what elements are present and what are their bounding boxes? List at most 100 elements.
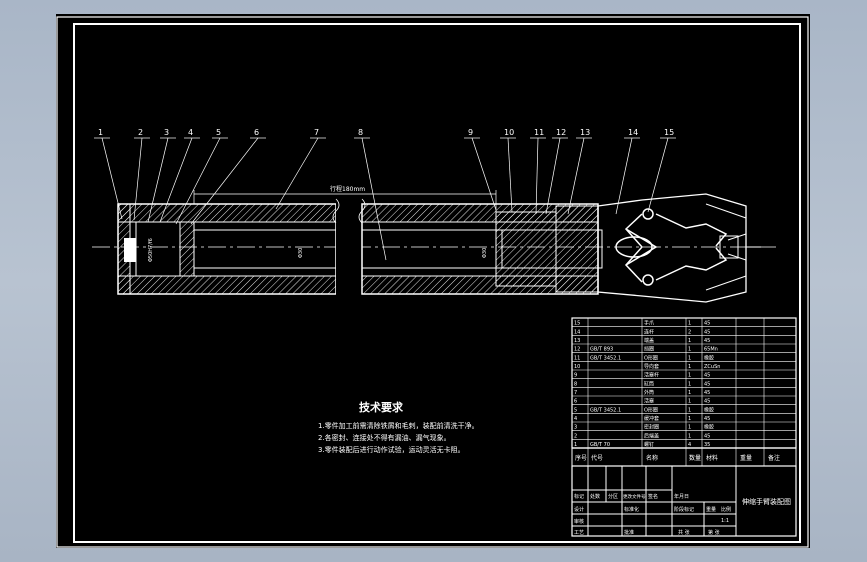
callout-leader-1 xyxy=(101,137,123,220)
bom-header-note: 备注 xyxy=(768,454,780,462)
callout-leader-10 xyxy=(507,137,513,213)
inner-border xyxy=(73,23,801,543)
bom-cell: 45 xyxy=(704,433,710,439)
technical-notes: 技术要求 1.零件加工前需清除铁屑和毛刺，装配前清洗干净。 2.各密封、连接处不… xyxy=(318,400,479,454)
bom-cell: 45 xyxy=(704,381,710,387)
title-label-date: 年月日 xyxy=(674,493,689,500)
bom-cell: 1 xyxy=(688,433,691,439)
bore-left-label: Φ50H7/f6 xyxy=(148,238,154,262)
title-label-count: 处数 xyxy=(590,493,600,500)
callout-leader-8 xyxy=(361,137,387,261)
callout-label-1: 1 xyxy=(98,128,103,137)
bom-cell: 1 xyxy=(688,416,691,422)
callout-leader-6 xyxy=(190,137,259,225)
callout-label-5: 5 xyxy=(216,128,221,137)
bom-cell: 4 xyxy=(688,442,691,448)
bom-cell: 7 xyxy=(574,390,577,396)
bom-cell: GB/T 893 xyxy=(590,347,613,353)
bom-cell: 14 xyxy=(574,329,580,335)
notes-line-1: 1.零件加工前需清除铁屑和毛刺，装配前清洗干净。 xyxy=(318,421,479,430)
bom-cell: 端盖 xyxy=(644,337,654,344)
bom-cell: 1 xyxy=(688,338,691,344)
callout-label-10: 10 xyxy=(504,128,514,137)
title-label-process: 工艺 xyxy=(574,530,584,536)
bom-row: 1 GB/T 70 螺钉 4 35 xyxy=(572,441,796,449)
notes-line-2: 2.各密封、连接处不得有漏油、漏气现象。 xyxy=(318,433,451,442)
title-label-standard: 标准化 xyxy=(624,506,639,513)
notes-line-3: 3.零件装配后进行动作试验，运动灵活无卡阻。 xyxy=(318,445,465,454)
bom-cell: 35 xyxy=(704,442,710,448)
callout-leader-2 xyxy=(133,137,143,221)
bom-cell: 后端盖 xyxy=(644,432,659,439)
cylinder-body xyxy=(117,203,337,295)
stroke-dimension: 行程180mm xyxy=(193,185,497,212)
bom-cell: 6 xyxy=(574,399,577,405)
bom-cell: ZCuSn xyxy=(704,364,720,370)
callout-label-2: 2 xyxy=(138,128,143,137)
bom-cell: 15 xyxy=(574,321,580,327)
bom-cell: 活塞杆 xyxy=(644,372,659,379)
bom-cell: 1 xyxy=(688,321,691,327)
bom-cell: 螺钉 xyxy=(644,441,654,448)
gripper-head xyxy=(597,193,761,303)
outer-border xyxy=(56,16,809,548)
bom-cell: 1 xyxy=(688,347,691,353)
bom-cell: 4 xyxy=(574,416,577,422)
callout-label-11: 11 xyxy=(534,128,544,137)
bom-cell: 外筒 xyxy=(644,389,654,396)
bom-cell: 10 xyxy=(574,364,580,370)
title-label-change: 更改文件号 xyxy=(623,493,646,500)
callout-label-13: 13 xyxy=(580,128,590,137)
bom-cell: 橡胶 xyxy=(704,424,714,431)
callout-leader-14 xyxy=(615,137,633,215)
callout-label-8: 8 xyxy=(358,128,363,137)
bom-cell: 5 xyxy=(574,407,577,413)
bom-cell: 挡圈 xyxy=(644,346,654,353)
bom-cell: 45 xyxy=(704,399,710,405)
bom-cell: 45 xyxy=(704,390,710,396)
callout-label-4: 4 xyxy=(188,128,193,137)
bom-cell: 1 xyxy=(688,399,691,405)
bom-cell: 12 xyxy=(574,347,580,353)
bom-header-mat: 材料 xyxy=(706,454,718,462)
bom-cell: 导向套 xyxy=(644,363,659,370)
bom-header-name: 名称 xyxy=(646,454,658,462)
callout-leader-5 xyxy=(175,137,221,225)
bom-cell: O形圈 xyxy=(644,354,658,361)
bom-cell: 45 xyxy=(704,373,710,379)
title-label-scale: 比例 xyxy=(721,506,731,513)
bom-cell: 1 xyxy=(688,407,691,413)
callout-leader-12 xyxy=(545,137,561,215)
bom-cell: 1 xyxy=(574,442,577,448)
callout-leader-3 xyxy=(147,137,169,223)
title-label-approve: 批准 xyxy=(624,529,634,536)
bom-header-weight: 重量 xyxy=(740,454,752,462)
bom-cell: 11 xyxy=(574,355,580,361)
callout-leader-7 xyxy=(275,137,319,210)
bom-cell: GB/T 70 xyxy=(590,442,610,448)
drawing-name: 伸缩手臂装配图 xyxy=(742,497,791,506)
callout-leader-11 xyxy=(535,137,539,215)
bom-cell: 缸筒 xyxy=(644,380,654,387)
title-label-mark: 标记 xyxy=(574,493,584,500)
bom-cell: 活塞 xyxy=(644,398,654,405)
callout-label-12: 12 xyxy=(556,128,566,137)
callout-label-7: 7 xyxy=(314,128,319,137)
callout-leader-13 xyxy=(567,137,585,215)
bom-cell: 2 xyxy=(574,433,577,439)
bom-cell: GB/T 3452.1 xyxy=(590,355,621,361)
bom-cell: 45 xyxy=(704,329,710,335)
callout-label-14: 14 xyxy=(628,128,638,137)
bom-cell: 9 xyxy=(574,373,577,379)
bom-cell: 45 xyxy=(704,321,710,327)
